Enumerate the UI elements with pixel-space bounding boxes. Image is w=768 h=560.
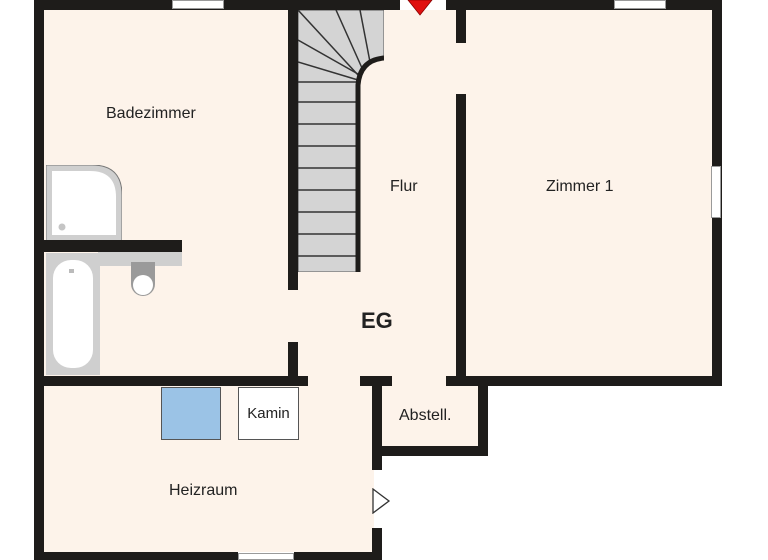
shower-tray	[45, 164, 123, 242]
wall-bad-heiz	[44, 376, 308, 386]
bathtub	[46, 253, 100, 375]
room-label-flur: Flur	[390, 178, 418, 195]
entrance-arrow-icon	[406, 0, 434, 16]
kamin-label: Kamin	[247, 405, 290, 422]
window-heizraum-bottom	[238, 553, 294, 560]
kamin-box: Kamin	[238, 387, 299, 440]
wall-flur-zimmer1	[456, 94, 466, 386]
room-label-zimmer1: Zimmer 1	[546, 178, 614, 195]
wall-flur-zimmer1-stub	[456, 10, 466, 43]
wall-abstell-left	[372, 376, 382, 470]
wall-left	[34, 0, 44, 560]
sink-counter	[98, 252, 182, 266]
room-label-abstell: Abstell.	[399, 407, 452, 424]
wall-shower-divider	[44, 240, 182, 252]
washbasin	[128, 262, 158, 300]
side-door-arrow-icon	[372, 487, 392, 515]
wall-bottom-left	[34, 552, 238, 560]
window-bad-top	[172, 0, 224, 9]
room-label-heizraum: Heizraum	[169, 482, 238, 499]
wall-heiz-right-lower	[372, 528, 382, 560]
floor-abstell	[370, 376, 480, 446]
floor-zimmer1	[460, 10, 712, 376]
wall-zimmer1-bottom	[446, 376, 722, 386]
wall-bad-flur-upper	[288, 10, 298, 290]
wall-abstell-right	[478, 376, 488, 456]
wall-abstell-bottom	[372, 446, 488, 456]
wall-bottom-right	[294, 552, 382, 560]
wall-top-right	[446, 0, 722, 10]
wall-bad-flur-lower	[288, 342, 298, 384]
window-zimmer1-right	[711, 166, 721, 218]
room-label-badezimmer: Badezimmer	[106, 105, 196, 122]
staircase	[297, 9, 385, 273]
window-zimmer1-top	[614, 0, 666, 9]
level-label: EG	[361, 308, 393, 333]
boiler-unit	[161, 387, 221, 440]
